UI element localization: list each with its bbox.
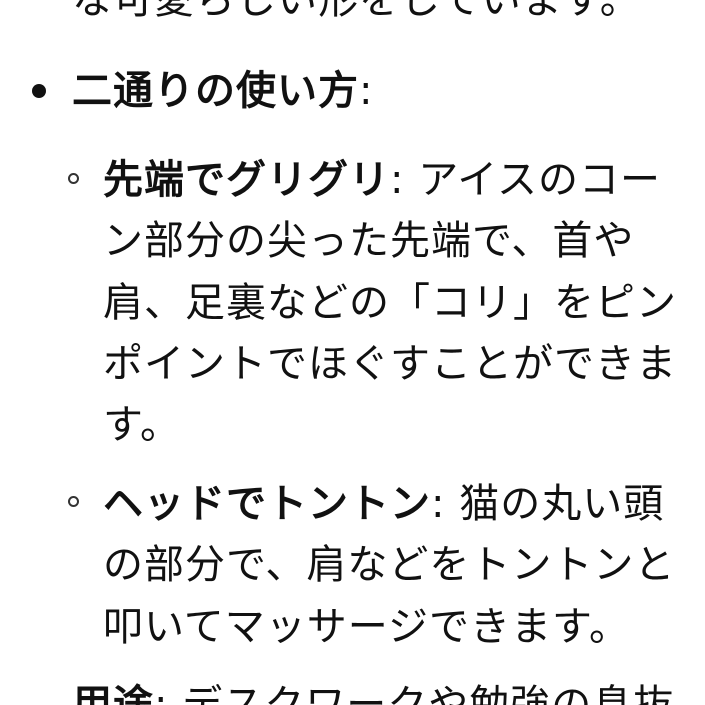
section-heading-colon: : <box>359 68 374 114</box>
sub-bullet-circle <box>68 496 79 507</box>
list-item-text: 肩、足裏などの「コリ」をピン <box>103 280 677 326</box>
list-item-head-line1: ヘッドでトントン: 猫の丸い頭 <box>103 484 664 524</box>
list-item-text: アイスのコー <box>404 157 661 203</box>
next-heading-rest: : デスクワークや勉強の息抜 <box>154 682 675 705</box>
next-section-heading: 用途: デスクワークや勉強の息抜 <box>72 685 674 705</box>
list-item-colon: : <box>431 481 446 527</box>
list-item-colon: : <box>390 157 405 203</box>
list-item-text: 猫の丸い頭 <box>445 481 665 527</box>
list-item-text: 叩いてマッサージできます。 <box>103 604 630 650</box>
list-item-term: ヘッドでトントン <box>103 481 431 527</box>
next-heading-term: 用途 <box>72 682 154 705</box>
previous-paragraph-tail: な可愛らしい形をしています。 <box>72 0 641 23</box>
list-item-text: の部分で、肩などをトントンと <box>103 542 676 588</box>
list-item-term: 先端でグリグリ <box>103 157 390 203</box>
list-item-text: す。 <box>103 402 181 448</box>
section-heading: 二通りの使い方: <box>72 71 373 111</box>
bullet-disc <box>32 84 46 98</box>
list-item-text: ン部分の尖った先端で、首や <box>103 218 635 264</box>
list-item-text: ポイントでほぐすことができま <box>103 341 677 387</box>
list-item-tip-line1: 先端でグリグリ: アイスのコー <box>103 160 661 200</box>
sub-bullet-circle <box>68 173 79 184</box>
section-heading-title: 二通りの使い方 <box>72 68 359 114</box>
